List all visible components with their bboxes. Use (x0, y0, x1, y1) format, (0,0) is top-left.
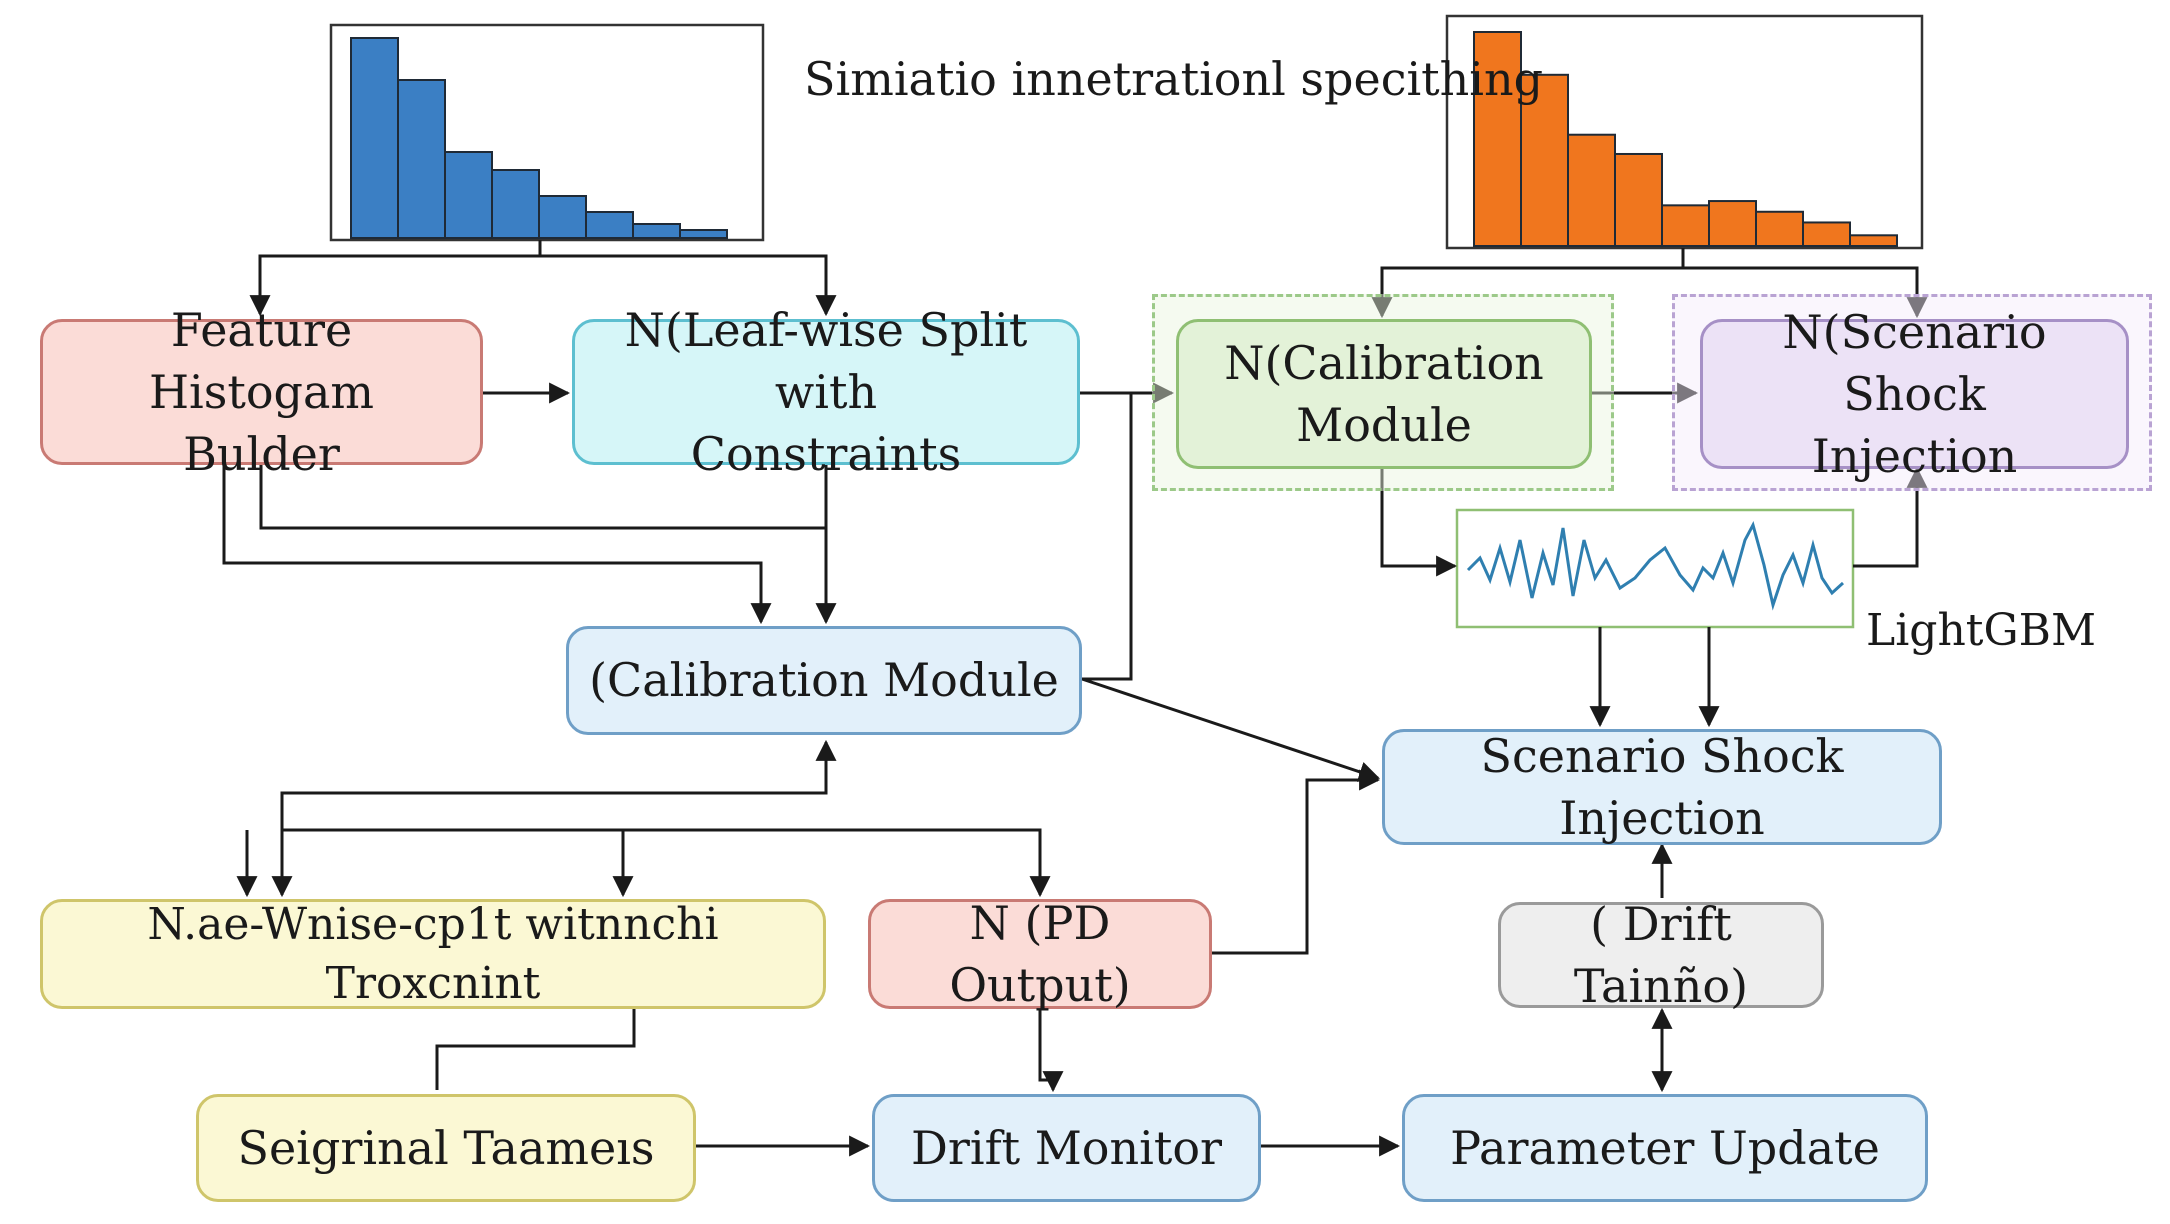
parameter-update-node[interactable]: Parameter Update (1402, 1094, 1928, 1202)
seigrinal-label: Seigrinal Taameıs (237, 1120, 655, 1175)
hist-left-bar-7 (632, 223, 681, 239)
node-wise-label: N.ae-Wnise-cp1t witnnchi Troxcnint (147, 898, 719, 1009)
scenario-top-line2: Injection (1811, 429, 2018, 484)
hist-right-bar-4 (1614, 152, 1663, 247)
feature-histogram-line1: Feature Histogam (148, 302, 375, 419)
calibration-top-line1: N(Calibration (1224, 335, 1544, 390)
edge-pd-to-scenario (1212, 769, 1381, 955)
drift-training-label: ( Drift Tainño) (1573, 896, 1749, 1013)
hist-left-bar-2 (397, 79, 446, 239)
hist-left-bar-6 (585, 211, 634, 239)
hist-right-bar-9 (1849, 234, 1898, 248)
lightgbm-label: LightGBM (1866, 605, 2097, 656)
pd-output-label: N (PD Output) (949, 895, 1131, 1012)
scenario-shock-injection-node[interactable]: Scenario Shock Injection (1382, 729, 1942, 845)
hist-right-bar-2 (1520, 73, 1569, 247)
edge-feature-to-calibration-mid-a (259, 465, 826, 530)
histogram-left-bars (350, 37, 728, 239)
edge-calibration-mid-to-scenario (1081, 677, 1380, 782)
calibration-top-line2: Module (1296, 398, 1472, 452)
hist-right-bar-3 (1567, 133, 1616, 247)
drift-monitor-label: Drift Monitor (910, 1120, 1223, 1175)
feature-histogram-line2: Bulder (183, 427, 340, 482)
scenario-top-line1: N(Scenario Shock (1782, 304, 2047, 421)
leaf-split-line1: N(Leaf-wise Split with (624, 302, 1028, 419)
hist-left-bar-1 (350, 37, 399, 239)
hist-left-bar-3 (444, 151, 493, 239)
parameter-update-label: Parameter Update (1450, 1120, 1880, 1175)
edge-hist-left-to-feature (249, 240, 542, 317)
edge-calibration-mid-to-branches (280, 742, 1051, 898)
node-wise-split-node[interactable]: N.ae-Wnise-cp1t witnnchi Troxcnint (40, 899, 826, 1009)
seigrinal-node[interactable]: Seigrinal Taameıs (196, 1094, 696, 1202)
hist-right-bar-6 (1708, 200, 1757, 247)
histogram-right-bars (1473, 31, 1898, 248)
signal-plot-frame (1455, 508, 1855, 629)
edge-signal-to-scenario (1853, 466, 1928, 568)
edge-calibration-mid-up (1082, 393, 1133, 681)
calibration-module-node[interactable]: (Calibration Module (566, 626, 1082, 735)
hist-right-bar-8 (1802, 221, 1851, 248)
connectors (222, 240, 1928, 1157)
hist-left-bar-8 (679, 229, 728, 239)
histogram-left (329, 23, 765, 242)
hist-right-bar-7 (1755, 210, 1804, 247)
hist-left-bar-5 (538, 195, 587, 239)
signal-plot (1455, 508, 1855, 629)
histogram-right (1445, 14, 1924, 250)
pd-output-node[interactable]: N (PD Output) (868, 896, 1212, 1012)
drift-training-node[interactable]: ( Drift Tainño) (1498, 897, 1824, 1013)
hist-right-bar-1 (1473, 31, 1522, 247)
calibration-mid-label: (Calibration Module (589, 653, 1059, 708)
hist-right-bar-5 (1661, 204, 1710, 247)
leaf-split-line2: Constraints (690, 427, 962, 482)
edge-calibration-to-signal (1380, 469, 1458, 577)
edge-pd-to-drift (1038, 1009, 1064, 1093)
drift-monitor-node[interactable]: Drift Monitor (872, 1094, 1261, 1202)
edge-nodewise-to-seigrinal (435, 1009, 636, 1090)
edge-hist-right-to-scenario (1683, 266, 1928, 319)
signal-waveform (1466, 520, 1845, 611)
edge-feature-to-calibration-mid-b (222, 465, 772, 625)
diagram-title: Simiatio innetrationl specithing (804, 52, 1544, 106)
scenario-mid-label: Scenario Shock Injection (1480, 728, 1844, 845)
edge-hist-right-to-calibration (1371, 248, 1685, 319)
edge-hist-left-to-leaf (540, 254, 837, 317)
hist-left-bar-4 (491, 169, 540, 239)
